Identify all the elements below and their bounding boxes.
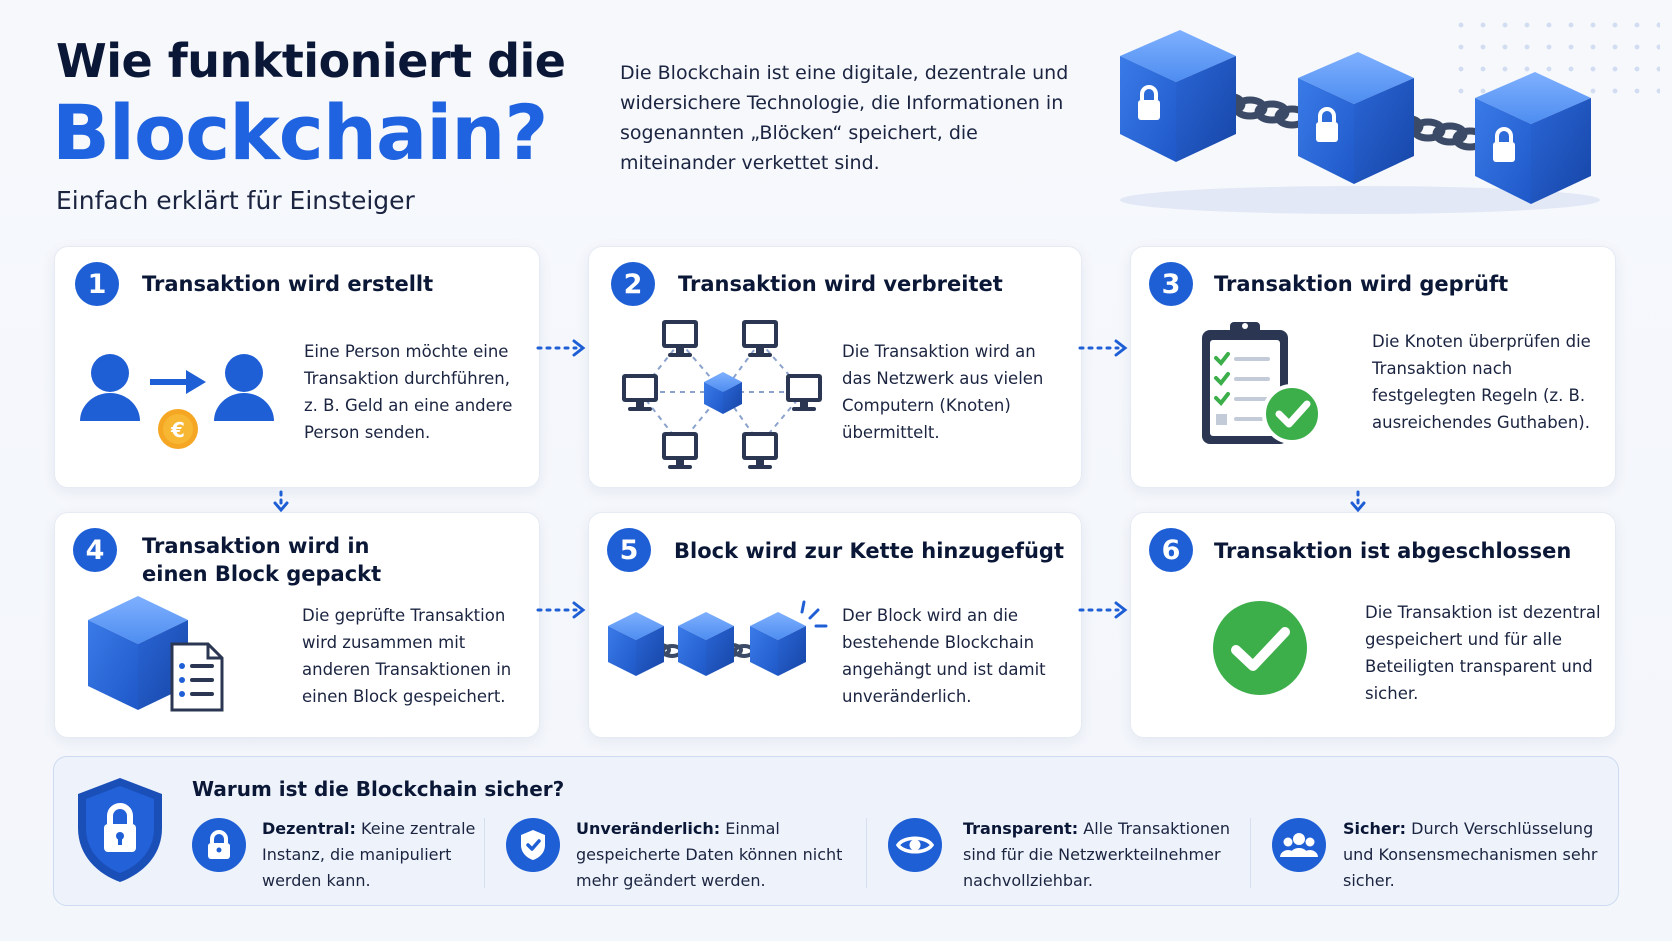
- feature-label: Unveränderlich:: [576, 819, 721, 838]
- lock-icon: [192, 818, 246, 872]
- feature-text: Einmal gespeicherte Daten können nicht m…: [576, 819, 843, 890]
- document-icon: [170, 642, 224, 712]
- users-icon: [1272, 818, 1326, 872]
- lock-icon: [1493, 127, 1515, 162]
- shield-lock-icon: [78, 778, 162, 882]
- monitor-icon: [662, 320, 698, 357]
- monitor-icon: [662, 432, 698, 469]
- step-card-5: [588, 512, 1082, 738]
- security-panel: [53, 756, 1619, 906]
- arrow-right-icon: [536, 601, 586, 619]
- step-card-1: [54, 246, 540, 488]
- person-icon: [214, 354, 274, 421]
- step-number-4: 4: [73, 528, 117, 572]
- step-text-2: Die Transaktion wird an das Netzwerk aus…: [842, 342, 1044, 442]
- security-feature-decentral: Dezentral: Keine zentrale Instanz, die m…: [262, 816, 482, 894]
- security-feature-secure: Sicher: Durch Verschlüsselung und Konsen…: [1343, 816, 1603, 894]
- step-number-2: 2: [611, 262, 655, 306]
- step-title-5: Block wird zur Kette hinzugefügt: [674, 539, 1064, 563]
- step-title-4: Transaktion wird in einen Block gepackt: [142, 534, 382, 586]
- security-feature-immutable: Unveränderlich: Einmal gespeicherte Date…: [576, 816, 866, 894]
- step-title-1: Transaktion wird erstellt: [142, 272, 434, 296]
- step-text-3: Die Knoten überprüfen die Transaktion na…: [1372, 332, 1591, 432]
- arrow-right-icon: [536, 339, 586, 357]
- cube-icon: [1298, 52, 1414, 184]
- divider: [1250, 818, 1251, 888]
- check-circle-icon: [1213, 601, 1307, 695]
- cube-icon: [1475, 72, 1591, 204]
- sparkle-icon: [800, 600, 828, 628]
- arrow-down-icon: [273, 490, 289, 513]
- page-title-line2: Blockchain?: [52, 88, 548, 177]
- lock-icon: [1316, 107, 1338, 142]
- step-number-6: 6: [1149, 528, 1193, 572]
- monitor-icon: [786, 374, 822, 411]
- arrow-down-icon: [1350, 490, 1366, 513]
- feature-label: Dezentral:: [262, 819, 356, 838]
- person-icon: [80, 354, 140, 421]
- cube-icon: [704, 372, 742, 414]
- divider: [866, 818, 867, 888]
- step-title-6: Transaktion ist abgeschlossen: [1214, 539, 1572, 563]
- cube-icon: [750, 612, 806, 676]
- monitor-icon: [742, 320, 778, 357]
- arrow-right-icon: [1078, 339, 1128, 357]
- feature-label: Sicher:: [1343, 819, 1407, 838]
- step-number-1: 1: [75, 262, 119, 306]
- step-text-5: Der Block wird an die bestehende Blockch…: [842, 606, 1046, 706]
- eye-icon: [888, 818, 942, 872]
- monitor-icon: [622, 374, 658, 411]
- euro-symbol: €: [170, 418, 185, 442]
- step-text-1: Eine Person möchte eine Transaktion durc…: [304, 342, 513, 442]
- hero-blockchain-illustration: [1120, 30, 1600, 214]
- feature-text: Durch Verschlüsselung und Konsensmechani…: [1343, 819, 1598, 890]
- check-circle-icon: [1262, 384, 1322, 444]
- feature-label: Transparent:: [963, 819, 1079, 838]
- shield-icon: [506, 818, 560, 872]
- cube-icon: [1120, 30, 1236, 162]
- feature-text: Keine zentrale Instanz, die manipuliert …: [262, 819, 476, 890]
- feature-text: Alle Transaktionen sind für die Netzwerk…: [963, 819, 1231, 890]
- person-transfer-illustration: €: [80, 354, 274, 449]
- arrow-right-icon: [1078, 601, 1128, 619]
- step-card-6: [1130, 512, 1616, 738]
- block-document-illustration: [88, 596, 224, 712]
- arrow-right-icon: [150, 370, 206, 394]
- intro-text: Die Blockchain ist eine digitale, dezent…: [620, 62, 1069, 174]
- divider: [484, 818, 485, 888]
- page-title-line1: Wie funktioniert die: [56, 34, 566, 88]
- step-number-3: 3: [1149, 262, 1193, 306]
- security-title: Warum ist die Blockchain sicher?: [192, 777, 565, 801]
- network-illustration: [622, 320, 822, 469]
- step-title-2: Transaktion wird verbreitet: [678, 272, 1003, 296]
- checklist-illustration: [1202, 322, 1322, 444]
- page-subtitle: Einfach erklärt für Einsteiger: [56, 186, 415, 215]
- chained-blocks-illustration: [608, 600, 828, 676]
- step-text-6: Die Transaktion ist dezentral gespeicher…: [1365, 603, 1601, 703]
- monitor-icon: [742, 432, 778, 469]
- security-feature-transparent: Transparent: Alle Transaktionen sind für…: [963, 816, 1253, 894]
- step-title-3: Transaktion wird geprüft: [1214, 272, 1509, 296]
- step-text-4: Die geprüfte Transaktion wird zusammen m…: [302, 606, 512, 706]
- cube-icon: [678, 612, 734, 676]
- euro-coin-icon: [158, 409, 198, 449]
- cube-icon: [608, 612, 664, 676]
- lock-icon: [1138, 85, 1160, 120]
- step-number-5: 5: [607, 528, 651, 572]
